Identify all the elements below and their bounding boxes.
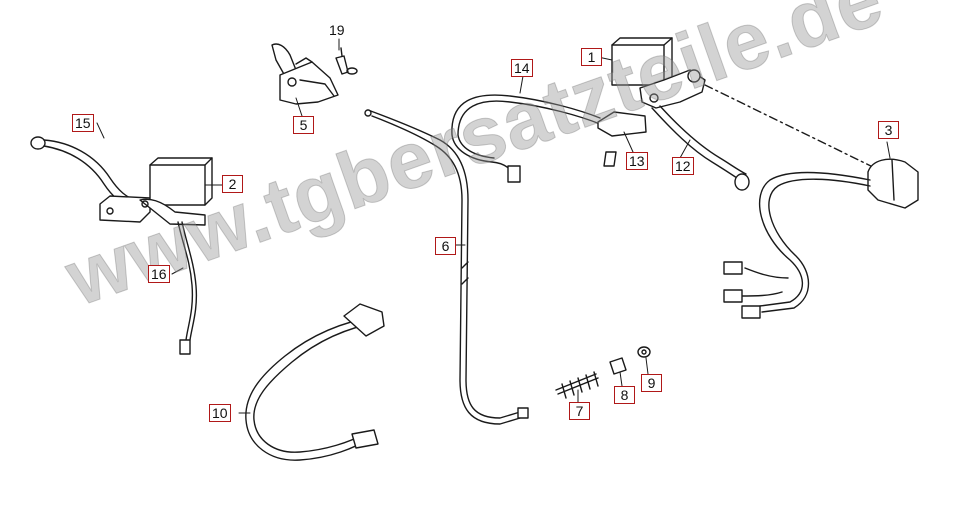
callout-3: 3 bbox=[878, 121, 899, 139]
screw-19 bbox=[335, 47, 358, 75]
right-switch-housing bbox=[704, 84, 919, 319]
nut-9 bbox=[637, 346, 651, 358]
callout-5: 5 bbox=[293, 116, 314, 134]
callout-13: 13 bbox=[626, 152, 648, 170]
callout-9: 9 bbox=[641, 374, 662, 392]
switch-box-13 bbox=[597, 111, 647, 167]
fitting-8 bbox=[609, 357, 627, 375]
left-brake-switch-wire bbox=[177, 221, 198, 355]
callout-12: 12 bbox=[672, 157, 694, 175]
callout-16: 16 bbox=[148, 265, 170, 283]
right-brake-lever-assembly bbox=[611, 37, 750, 191]
left-brake-lever-assembly bbox=[30, 136, 213, 226]
callout-7: 7 bbox=[569, 402, 590, 420]
callout-10: 10 bbox=[209, 404, 231, 422]
spring-7 bbox=[555, 371, 599, 399]
cable-assembly-10 bbox=[245, 303, 385, 461]
callout-2: 2 bbox=[222, 175, 243, 193]
callout-14: 14 bbox=[511, 59, 533, 77]
callout-1: 1 bbox=[581, 48, 602, 66]
wire-harness-14 bbox=[451, 94, 601, 183]
callout-6: 6 bbox=[435, 237, 456, 255]
callout-8: 8 bbox=[614, 386, 635, 404]
callout-15: 15 bbox=[72, 114, 94, 132]
throttle-lever-assembly bbox=[271, 43, 339, 105]
throttle-cable bbox=[364, 109, 529, 425]
callout-19: 19 bbox=[329, 22, 345, 38]
